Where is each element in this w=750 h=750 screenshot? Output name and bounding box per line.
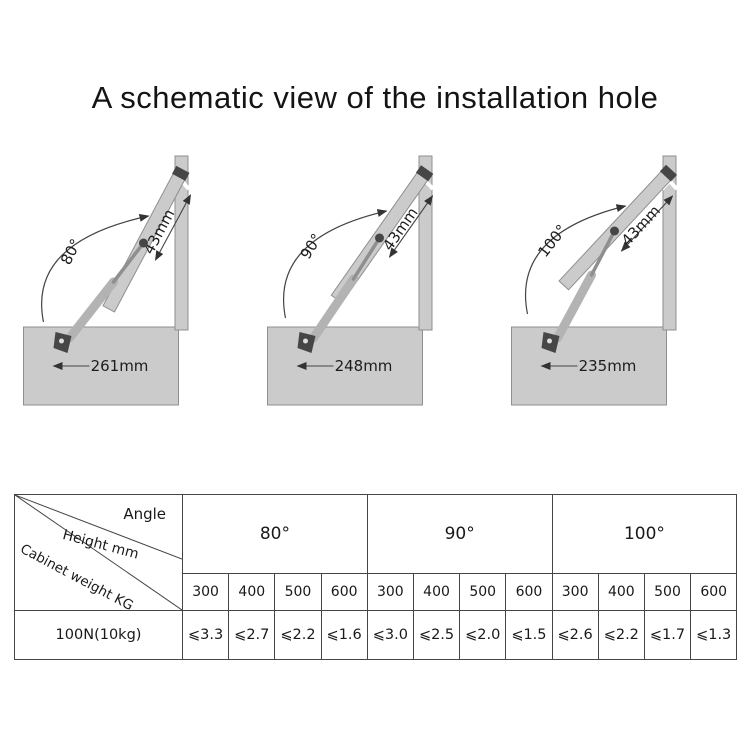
height-header: 300 [181, 573, 230, 611]
depth-dim-label: 235mm [579, 357, 637, 375]
height-header: 300 [366, 573, 414, 611]
value-cell: ⩽3.3 [181, 610, 230, 660]
installation-diagram-100: 43mm 100° 235mm [511, 155, 679, 406]
strut-lid-mount [139, 238, 148, 248]
bracket-hole [59, 338, 64, 344]
depth-dimension: 235mm [540, 357, 637, 375]
strut-lid-mount [375, 233, 384, 243]
height-header: 500 [459, 573, 507, 611]
angle-label: 90° [297, 230, 326, 262]
value-cell: ⩽2.2 [274, 610, 322, 660]
height-header: 600 [320, 573, 368, 611]
gas-strut [53, 238, 148, 353]
value-cell: ⩽1.7 [643, 610, 692, 660]
value-cell: ⩽1.6 [320, 610, 368, 660]
diagram-row: 43mm 80° 261mm [0, 142, 750, 442]
load-table: Angle Height mm Cabinet weight KG 80° 90… [14, 494, 738, 660]
height-header: 600 [690, 573, 738, 611]
page-title: A schematic view of the installation hol… [91, 80, 659, 115]
height-header: 400 [228, 573, 276, 611]
bracket-hole [547, 338, 552, 344]
installation-diagram-80: 43mm 80° 261mm [23, 155, 191, 406]
value-cell: ⩽3.0 [366, 610, 414, 660]
lid [558, 164, 678, 291]
row-label: 100N(10kg) [14, 610, 183, 660]
cabinet-box [267, 326, 423, 406]
hinge-bracket [172, 165, 190, 181]
value-cell: ⩽1.5 [505, 610, 553, 660]
angle-label: 100° [534, 221, 570, 261]
angle-header-100: 100° [551, 494, 738, 574]
value-cell: ⩽2.6 [551, 610, 599, 660]
hinge-bracket [415, 165, 434, 182]
depth-dim-label: 261mm [91, 357, 149, 375]
angle-header-80: 80° [182, 494, 368, 574]
value-cell: ⩽2.0 [459, 610, 507, 660]
strut-lid-mount [610, 226, 619, 236]
value-cell: ⩽1.3 [690, 610, 738, 660]
gas-strut [297, 233, 384, 353]
load-table-wrap: Angle Height mm Cabinet weight KG 80° 90… [14, 494, 738, 660]
value-cell: ⩽2.2 [597, 610, 645, 660]
value-cell: ⩽2.7 [228, 610, 276, 660]
installation-diagram-90: 43mm 90° 248mm [267, 155, 435, 406]
height-header: 400 [412, 573, 461, 611]
depth-dimension: 261mm [52, 357, 149, 375]
height-header: 500 [274, 573, 322, 611]
depth-dim-label: 248mm [335, 357, 393, 375]
angle-header-90: 90° [366, 494, 553, 574]
value-cell: ⩽2.5 [412, 610, 461, 660]
gas-strut [541, 226, 619, 353]
corner-header-cell: Angle Height mm Cabinet weight KG [14, 494, 183, 611]
height-header: 600 [505, 573, 553, 611]
height-header: 300 [551, 573, 599, 611]
depth-dimension: 248mm [296, 357, 393, 375]
corner-diagonals [15, 495, 182, 610]
height-header: 400 [597, 573, 645, 611]
hinge-bracket [659, 164, 678, 182]
bracket-hole [303, 338, 308, 344]
corner-angle-label: Angle [123, 505, 166, 523]
cabinet-box [511, 326, 667, 406]
height-header: 500 [643, 573, 692, 611]
cabinet-box [23, 326, 179, 406]
